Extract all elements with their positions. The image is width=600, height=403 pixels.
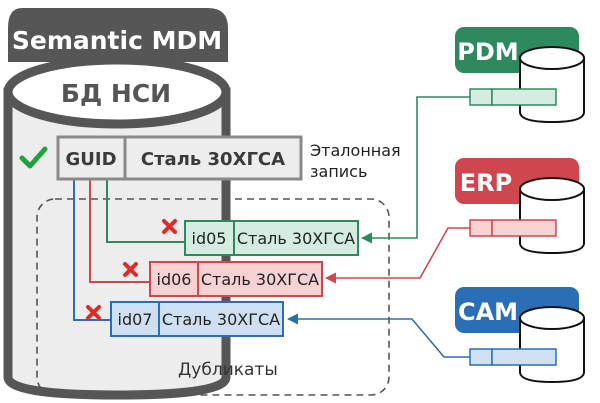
title: Semantic MDM: [12, 26, 222, 55]
database-icon: [519, 46, 585, 124]
golden-caption-line2: запись: [310, 162, 367, 181]
pdm-link: [360, 96, 470, 244]
golden-key: GUID: [65, 149, 116, 170]
duplicates-region: [36, 198, 390, 396]
link-to-id05: [106, 179, 185, 243]
duplicate-id: id06: [157, 270, 192, 289]
system-erp: ERP: [455, 158, 585, 255]
system-links: [286, 96, 470, 358]
database-icon: [519, 177, 585, 255]
duplicate-record-id05: id05 Сталь 30ХГСА: [184, 220, 359, 256]
duplicate-id: id07: [118, 310, 153, 329]
duplicates-label: Дубликаты: [178, 360, 278, 380]
record-strip: [469, 219, 557, 237]
cross-icon: [123, 262, 138, 277]
link-to-id06: [89, 179, 150, 283]
duplicate-id: id05: [192, 229, 227, 248]
system-label: PDM: [457, 38, 518, 66]
system-label: CAM: [458, 298, 518, 326]
record-strip: [469, 348, 557, 366]
link-to-id07: [73, 179, 111, 321]
cross-icon: [162, 219, 177, 234]
cross-icon: [86, 305, 101, 320]
check-icon: [19, 146, 48, 169]
golden-links: [73, 179, 185, 321]
system-cam: CAM: [455, 287, 585, 384]
duplicate-record-id06: id06 Сталь 30ХГСА: [149, 261, 323, 297]
system-label: ERP: [460, 169, 512, 197]
duplicate-value: Сталь 30ХГСА: [237, 229, 355, 248]
duplicate-value: Сталь 30ХГСА: [162, 310, 280, 329]
duplicate-value: Сталь 30ХГСА: [201, 270, 319, 289]
semantic-mdm-frame: Semantic MDM: [8, 8, 228, 62]
system-pdm: PDM: [455, 27, 585, 124]
cam-link: [286, 313, 470, 358]
database-icon: [519, 306, 585, 384]
db-label: БД НСИ: [61, 79, 171, 108]
golden-record: GUID Сталь 30ХГСА: [56, 135, 303, 181]
duplicate-record-id07: id07 Сталь 30ХГСА: [110, 301, 284, 337]
golden-value: Сталь 30ХГСА: [141, 149, 285, 170]
erp-link: [324, 227, 470, 284]
record-strip: [469, 88, 557, 106]
golden-caption-line1: Эталонная: [310, 141, 401, 160]
